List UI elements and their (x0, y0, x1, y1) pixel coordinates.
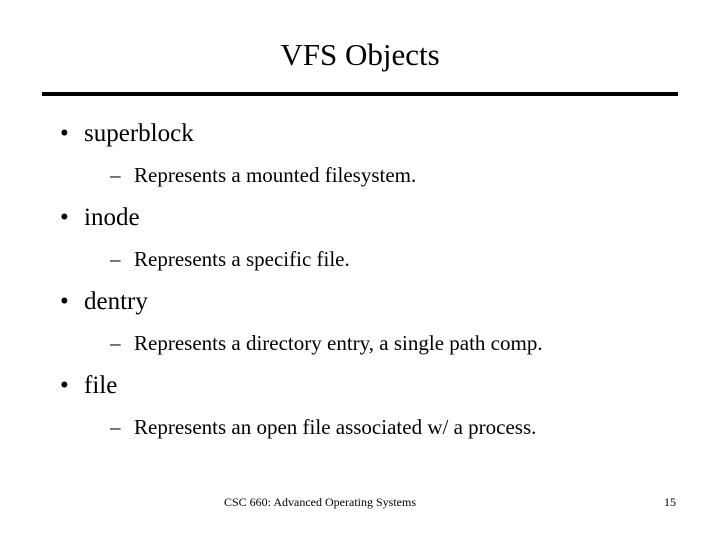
sub-bullet-text-inode: Represents a specific file. (134, 247, 350, 271)
sub-bullet-text-file: Represents an open file associated w/ a … (134, 415, 537, 439)
sub-bullet-dentry: – Represents a directory entry, a single… (42, 330, 682, 356)
dash-icon: – (110, 331, 121, 355)
dash-icon: – (110, 415, 121, 439)
slide-footer: CSC 660: Advanced Operating Systems 15 (0, 494, 720, 510)
sub-bullet-inode: – Represents a specific file. (42, 246, 682, 272)
bullet-label-superblock: superblock (84, 120, 194, 147)
bullet-item-superblock: • superblock (42, 118, 682, 149)
bullet-dot-icon: • (60, 120, 69, 147)
bullet-dot-icon: • (60, 288, 69, 315)
footer-course-label: CSC 660: Advanced Operating Systems (224, 495, 416, 509)
sub-bullet-file: – Represents an open file associated w/ … (42, 414, 682, 440)
bullet-dot-icon: • (60, 372, 69, 399)
bullet-item-dentry: • dentry (42, 286, 682, 317)
dash-icon: – (110, 163, 121, 187)
bullet-item-file: • file (42, 370, 682, 401)
page-title: VFS Objects (280, 37, 440, 72)
bullet-label-inode: inode (84, 204, 140, 231)
bullet-label-file: file (84, 372, 118, 399)
bullet-item-inode: • inode (42, 202, 682, 233)
title-divider (42, 92, 678, 96)
sub-bullet-text-superblock: Represents a mounted filesystem. (134, 163, 417, 187)
sub-bullet-text-dentry: Represents a directory entry, a single p… (134, 331, 543, 355)
bullet-label-dentry: dentry (84, 288, 148, 315)
dash-icon: – (110, 247, 121, 271)
footer-page-number: 15 (664, 495, 676, 509)
slide-body: • superblock – Represents a mounted file… (42, 108, 682, 454)
sub-bullet-superblock: – Represents a mounted filesystem. (42, 162, 682, 188)
bullet-dot-icon: • (60, 204, 69, 231)
